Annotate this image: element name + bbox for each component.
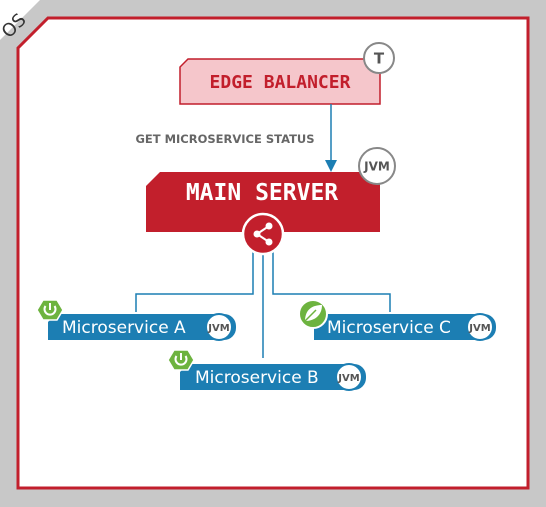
tomcat-badge: T — [363, 42, 395, 74]
microservice-c-node[interactable]: Microservice C JVM — [298, 299, 496, 341]
main-server-node[interactable]: MAIN SERVER JVM — [146, 147, 396, 232]
tomcat-badge-label: T — [374, 50, 385, 68]
jvm-badge-main-label: JVM — [363, 160, 390, 174]
microservice-b-node[interactable]: Microservice B JVM — [167, 349, 366, 391]
microservice-a-label: Microservice A — [62, 318, 186, 338]
connector-c — [272, 252, 391, 312]
leaf-icon — [298, 299, 328, 329]
edge-balancer-node[interactable]: EDGE BALANCER T — [179, 42, 395, 105]
main-server-label: MAIN SERVER — [186, 180, 338, 206]
share-icon — [241, 212, 285, 256]
jvm-badge-b: JVM — [335, 363, 363, 391]
microservice-connectors — [135, 252, 391, 358]
connection-label: GET MICROSERVICE STATUS — [135, 132, 314, 146]
power-icon — [36, 299, 64, 321]
status-connection: GET MICROSERVICE STATUS — [135, 104, 337, 172]
microservice-c-label: Microservice C — [327, 318, 451, 338]
microservice-a-node[interactable]: Microservice A JVM — [36, 299, 236, 341]
edge-balancer-label: EDGE BALANCER — [210, 72, 351, 93]
jvm-badge-c-label: JVM — [468, 323, 490, 334]
jvm-badge-a: JVM — [205, 313, 233, 341]
power-icon — [167, 349, 195, 371]
microservice-b-label: Microservice B — [195, 368, 319, 388]
jvm-badge-main: JVM — [358, 147, 396, 185]
jvm-badge-c: JVM — [466, 313, 494, 341]
connector-a — [135, 252, 254, 312]
jvm-badge-b-label: JVM — [337, 373, 359, 384]
jvm-badge-a-label: JVM — [207, 323, 229, 334]
